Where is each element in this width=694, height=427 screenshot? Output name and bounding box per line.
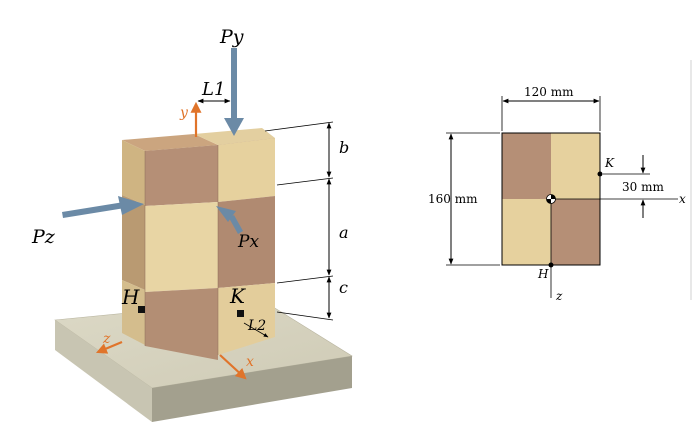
load-pz-label: Pz: [31, 226, 56, 248]
load-py-arrow: [224, 48, 244, 136]
section-width-label: 120 mm: [524, 85, 574, 99]
point-h-marker: [138, 306, 145, 313]
column-3d-figure: H K y x z Py Pz Px L1 L2: [31, 26, 353, 422]
z-axis-label: z: [102, 331, 111, 347]
section-quadrant-top-right: [551, 133, 600, 199]
b-label: b: [339, 138, 349, 157]
x-axis-line: [219, 354, 247, 380]
x-axis-label: x: [246, 354, 254, 370]
point-h-label: H: [121, 285, 140, 309]
column-front-face-lower: [122, 280, 145, 345]
l1-label: L1: [201, 79, 225, 100]
section-height-label: 160 mm: [428, 192, 478, 206]
section-quadrant-bottom-left: [502, 199, 551, 265]
section-quadrant-top-left: [502, 133, 551, 199]
section-quadrant-bottom-right: [551, 199, 600, 265]
base-plate-front: [55, 320, 152, 422]
section-h-label: H: [537, 267, 549, 281]
section-x-label: x: [679, 192, 686, 206]
centroid-marker: [546, 194, 556, 204]
block-front-mid-left: [145, 202, 218, 292]
c-label: c: [339, 278, 348, 297]
column-front-face-mid: [122, 195, 145, 290]
base-plate-side: [152, 356, 352, 422]
l2-dimension: [243, 322, 269, 338]
column-top-face-2: [194, 128, 275, 145]
block-front-top-left: [145, 145, 218, 206]
column-top-face-1: [122, 134, 218, 151]
section-z-label: z: [555, 289, 563, 303]
load-px-label: Px: [237, 232, 259, 252]
block-front-bottom-right: [218, 283, 275, 355]
y-axis-label: y: [179, 105, 189, 121]
block-front-bottom-left: [145, 288, 218, 360]
section-offset-label: 30 mm: [622, 180, 664, 194]
load-py-label: Py: [219, 26, 244, 48]
section-point-k: [597, 171, 603, 177]
block-front-top-right: [218, 138, 275, 202]
a-label: a: [339, 223, 349, 242]
point-k-label: K: [229, 284, 246, 308]
point-k-marker: [237, 310, 244, 317]
z-axis-line: [95, 340, 123, 354]
load-px-arrow: [216, 206, 243, 234]
section-point-h: [548, 262, 554, 268]
load-pz-arrow: [62, 196, 144, 218]
l2-label: L2: [247, 318, 266, 334]
section-k-label: K: [604, 156, 615, 170]
column-front-face-upper: [122, 140, 145, 205]
cross-section-figure: x z K H 120 mm 160 mm 30 mm: [428, 85, 686, 303]
